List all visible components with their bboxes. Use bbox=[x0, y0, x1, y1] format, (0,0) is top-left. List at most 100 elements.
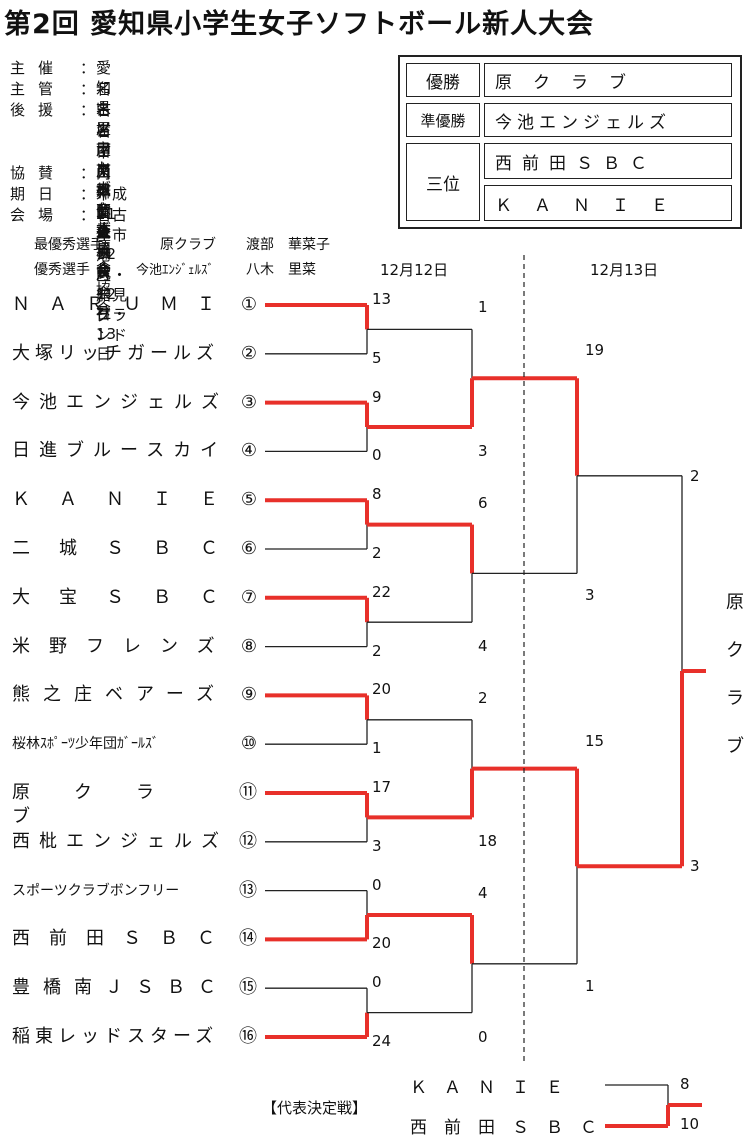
team-seed: ⑤ bbox=[240, 489, 257, 511]
score-label: 4 bbox=[478, 637, 488, 656]
mvp-team: 原クラブ bbox=[160, 237, 216, 253]
info-value: 名古屋市教育委員会 bbox=[96, 101, 115, 279]
page-title: 第2回 愛知県小学生女子ソフトボール新人大会 bbox=[4, 9, 595, 40]
results-box: 優勝 原 ク ラ ブ 準優勝 今池エンジェルズ 三位 西前田ＳＢＣ ＫＡＮＩＥ bbox=[398, 55, 742, 229]
info-label: 会場 bbox=[10, 206, 67, 224]
score-label: 3 bbox=[690, 857, 700, 876]
score-label: 1 bbox=[585, 976, 595, 995]
team-seed: ⑮ bbox=[239, 977, 257, 999]
score-label: 0 bbox=[372, 446, 382, 465]
champion-label: 優勝 bbox=[406, 63, 480, 97]
playoff-score: 10 bbox=[680, 1115, 700, 1133]
team-seed: ⑯ bbox=[239, 1026, 257, 1047]
team-seed: ③ bbox=[240, 391, 257, 413]
score-label: 1 bbox=[372, 739, 382, 758]
score-label: 2 bbox=[372, 544, 382, 562]
team-row: ＮＡＲＵＭＩ ① bbox=[12, 293, 257, 317]
team-seed: ⑧ bbox=[240, 635, 257, 657]
team-seed: ① bbox=[240, 294, 257, 315]
score-label: 22 bbox=[372, 582, 392, 601]
score-label: 20 bbox=[372, 680, 392, 699]
info-value: 名古屋市港区・船見グランド bbox=[96, 206, 129, 344]
info-value: 中日新聞社 bbox=[96, 143, 148, 241]
score-label: 3 bbox=[372, 836, 382, 855]
score-label: 3 bbox=[478, 442, 488, 460]
score-label: 19 bbox=[585, 341, 605, 360]
team-name: 大宝ＳＢＣ bbox=[12, 586, 247, 608]
playoff-title: 【代表決定戦】 bbox=[262, 1099, 368, 1117]
score-label: 2 bbox=[690, 466, 700, 485]
score-label: 3 bbox=[585, 586, 595, 605]
info-value: 名古屋市ソフトボール協会 bbox=[96, 80, 115, 318]
team-name: 今池エンジェルズ bbox=[12, 391, 228, 413]
team-row: 日進ブルースカイ ④ bbox=[12, 439, 257, 463]
score-label: 0 bbox=[478, 1027, 488, 1046]
excellent-label: 優秀選手 bbox=[34, 262, 90, 278]
team-row: 米野フレンズ ⑧ bbox=[12, 635, 257, 659]
team-seed: ⑪ bbox=[239, 782, 257, 803]
playoff-team: Ｋ Ａ Ｎ Ｉ Ｅ bbox=[410, 1078, 563, 1098]
team-row: 原クラブ ⑪ bbox=[12, 781, 257, 827]
mvp-label: 最優秀選手 bbox=[34, 237, 104, 253]
date-day1: 12月12日 bbox=[380, 261, 449, 279]
champion-char: ブ bbox=[726, 736, 744, 757]
team-seed: ⑦ bbox=[240, 586, 257, 608]
score-label: 0 bbox=[372, 973, 382, 992]
champion-char: ク bbox=[726, 640, 744, 661]
team-name: 西前田ＳＢＣ bbox=[12, 928, 234, 950]
playoff-score: 8 bbox=[680, 1075, 690, 1093]
third-label: 三位 bbox=[406, 143, 480, 221]
team-name: スポーツクラブボンフリー bbox=[12, 882, 180, 899]
date-day2: 12月13日 bbox=[590, 261, 659, 279]
info-value: 愛知県ソフトボール協会 bbox=[96, 59, 115, 277]
info-value: 内外ゴム株式会社 bbox=[96, 164, 118, 322]
team-seed: ② bbox=[240, 342, 257, 364]
team-seed: ④ bbox=[240, 440, 257, 462]
team-name: ＮＡＲＵＭＩ bbox=[12, 294, 234, 315]
score-label: 20 bbox=[372, 934, 392, 953]
team-name: 西枇エンジェルズ bbox=[12, 830, 228, 852]
team-seed: ⑨ bbox=[240, 684, 257, 706]
score-label: 0 bbox=[372, 875, 382, 894]
score-label: 1 bbox=[478, 298, 488, 317]
score-label: 17 bbox=[372, 778, 392, 796]
champion-value: 原 ク ラ ブ bbox=[484, 63, 732, 97]
runnerup-value: 今池エンジェルズ bbox=[484, 103, 732, 137]
info-label: 後援 bbox=[10, 101, 67, 119]
info-label: 主管 bbox=[10, 80, 67, 98]
team-name: 二城ＳＢＣ bbox=[12, 538, 247, 559]
info-label: 主催 bbox=[10, 59, 67, 77]
team-name: 日進ブルースカイ bbox=[12, 440, 228, 462]
team-name: ＫＡＮＩＥ bbox=[12, 489, 247, 511]
excellent-name: 八木 里菜 bbox=[246, 262, 316, 278]
info-value: 平成21年 12月12日・13日 bbox=[96, 185, 129, 363]
third-value: ＫＡＮＩＥ bbox=[484, 185, 732, 221]
score-label: 8 bbox=[372, 485, 382, 504]
team-name: 大塚リッチガールズ bbox=[12, 342, 219, 364]
team-row: 桜林ｽﾎﾟｰﾂ少年団ｶﾞｰﾙｽﾞ ⑩ bbox=[12, 732, 257, 756]
team-name: 米野フレンズ bbox=[12, 635, 234, 657]
score-label: 9 bbox=[372, 387, 382, 406]
team-row: 大塚リッチガールズ ② bbox=[12, 342, 257, 366]
score-label: 15 bbox=[585, 731, 605, 750]
team-name: 桜林ｽﾎﾟｰﾂ少年団ｶﾞｰﾙｽﾞ bbox=[12, 736, 159, 753]
mvp-name: 渡部 華菜子 bbox=[246, 237, 330, 253]
info-label: 協賛 bbox=[10, 164, 67, 182]
score-label: 24 bbox=[372, 1032, 392, 1050]
team-seed: ⑭ bbox=[239, 928, 257, 950]
team-seed: ⑩ bbox=[240, 733, 257, 755]
third-value: 西前田ＳＢＣ bbox=[484, 143, 732, 179]
team-name: 原クラブ bbox=[12, 782, 198, 827]
champion-char: ラ bbox=[726, 688, 744, 709]
runnerup-label: 準優勝 bbox=[406, 103, 480, 137]
